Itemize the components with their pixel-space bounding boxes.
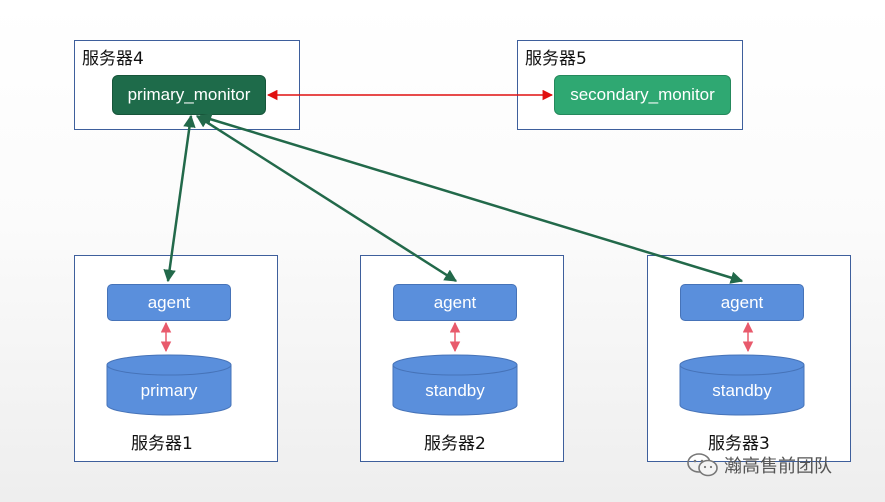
agent-node-3: agent (680, 284, 804, 321)
primary-monitor-node: primary_monitor (112, 75, 266, 115)
link-monitor-agent2 (195, 114, 458, 283)
agent-node-1: agent (107, 284, 231, 321)
secondary-monitor-node: secondary_monitor (554, 75, 731, 115)
db-label-1: primary (140, 381, 198, 400)
watermark: 瀚高售前团队 (686, 452, 832, 478)
server-label-2: 服务器2 (424, 434, 486, 454)
wechat-icon (687, 453, 718, 477)
db-cylinder-3 (679, 354, 805, 416)
link-monitor-agent3 (198, 113, 744, 284)
watermark-text: 瀚高售前团队 (724, 456, 832, 477)
server-label-3: 服务器3 (708, 434, 770, 454)
db-cylinder-1 (106, 354, 232, 416)
agent-node-2: agent (393, 284, 517, 321)
server-label-1: 服务器1 (131, 434, 193, 454)
link-monitor-agent1 (163, 114, 196, 283)
db-cylinder-2 (392, 354, 518, 416)
server-label-5: 服务器5 (525, 49, 587, 69)
server-label-4: 服务器4 (82, 49, 144, 69)
db-label-2: standby (425, 381, 485, 400)
db-label-3: standby (712, 381, 772, 400)
